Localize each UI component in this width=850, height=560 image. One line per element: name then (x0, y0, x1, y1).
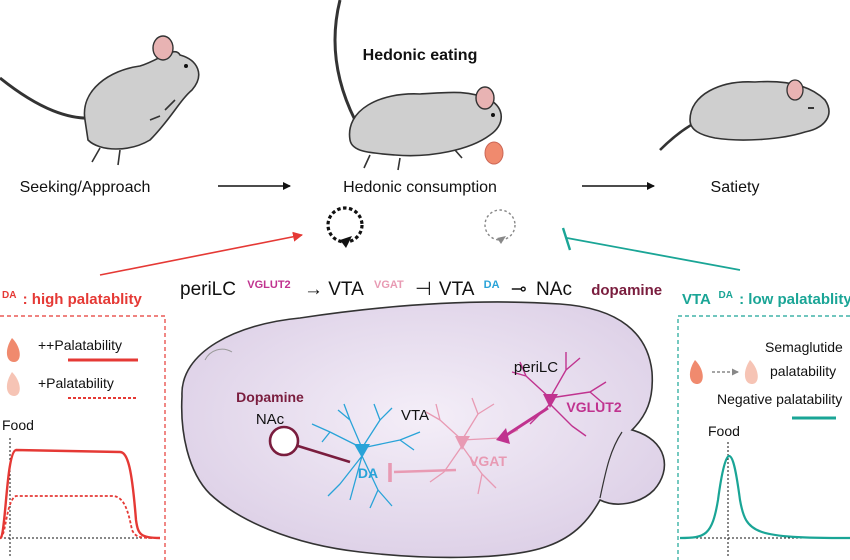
da-to-nac-projection (297, 444, 351, 464)
negative-palatability-label: Negative palatability (717, 391, 842, 407)
red-promote-arrow (99, 231, 303, 276)
circuit-arrow-1: → (304, 279, 323, 300)
left-panel-title-text: : high palatablity (23, 291, 143, 308)
circuit-perilc: periLC (180, 279, 236, 300)
palatability-label: palatability (770, 363, 836, 379)
brain-illustration (180, 301, 666, 559)
hedonic-eating-title: Hedonic eating (363, 47, 478, 64)
circuit-arrow-3: ⊸ (511, 279, 527, 300)
circuit-inhibit: ⊣ (415, 279, 432, 300)
stage-seeking-label: Seeking/Approach (20, 179, 151, 196)
teal-inhibit-arrow (561, 227, 741, 271)
brain-vgat-label: VGAT (469, 453, 507, 469)
brain-nac-label: NAc (256, 411, 285, 428)
left-panel-title: DA : high palatablity (2, 285, 142, 308)
circuit-vta-2: VTA (439, 279, 475, 300)
left-trace-low (0, 495, 161, 539)
left-panel-title-sup: DA (2, 290, 16, 301)
nac-terminal-icon (268, 425, 300, 457)
right-panel-title: VTA DA : low palatablity (682, 285, 850, 308)
brain-da-label: DA (358, 465, 378, 481)
right-panel: VTA DA : low palatablity Semaglutide pal… (677, 285, 850, 560)
circuit-vta-1: VTA (328, 279, 364, 300)
right-panel-title-prefix: VTA (682, 291, 711, 308)
da-neuron (311, 403, 421, 509)
food-drop-right-icon (689, 360, 703, 384)
weak-cycle-icon (484, 209, 516, 244)
food-drop-faded-icon (744, 360, 758, 384)
circuit-vglut2-sup: VGLUT2 (247, 279, 290, 291)
right-panel-title-sup: DA (719, 290, 733, 301)
brain-dopamine-label: Dopamine (236, 389, 304, 405)
vglut2-excite-arrowhead (496, 428, 510, 444)
food-drop-light-icon (6, 372, 20, 396)
circuit-da-sup: DA (484, 279, 500, 291)
circuit-nac: NAc (536, 279, 572, 300)
mouse-eating-illustration (333, 0, 504, 171)
vglut2-to-vgat-projection (501, 406, 549, 440)
stage-satiety-label: Satiety (711, 179, 760, 196)
circuit-line: periLC VGLUT2 → VTA VGAT ⊣ VTA DA ⊸ NAc … (180, 272, 662, 300)
food-drop-icon (6, 338, 20, 362)
stage-consumption-label: Hedonic consumption (343, 179, 497, 196)
left-panel: DA : high palatablity ++Palatability +Pa… (0, 285, 166, 560)
semaglutide-label: Semaglutide (765, 339, 843, 355)
right-food-label: Food (708, 423, 740, 439)
right-trace (679, 454, 850, 540)
circuit-dopamine: dopamine (591, 282, 662, 299)
left-row2-label: +Palatability (38, 375, 114, 391)
left-trace-high (0, 448, 161, 540)
circuit-vgat-sup: VGAT (374, 279, 404, 291)
left-row1-label: ++Palatability (38, 337, 122, 353)
brain-perilc-label: periLC (514, 359, 558, 376)
reinforcing-cycle-icon (326, 206, 364, 248)
vgat-to-da-projection (393, 468, 457, 474)
brain-vta-label: VTA (401, 407, 429, 424)
left-food-label: Food (2, 417, 34, 433)
right-panel-title-text: : low palatablity (739, 291, 850, 308)
mouse-satiety-illustration (659, 79, 830, 151)
mouse-seeking-illustration (0, 35, 200, 166)
brain-vglut2-label: VGLUT2 (566, 399, 621, 415)
